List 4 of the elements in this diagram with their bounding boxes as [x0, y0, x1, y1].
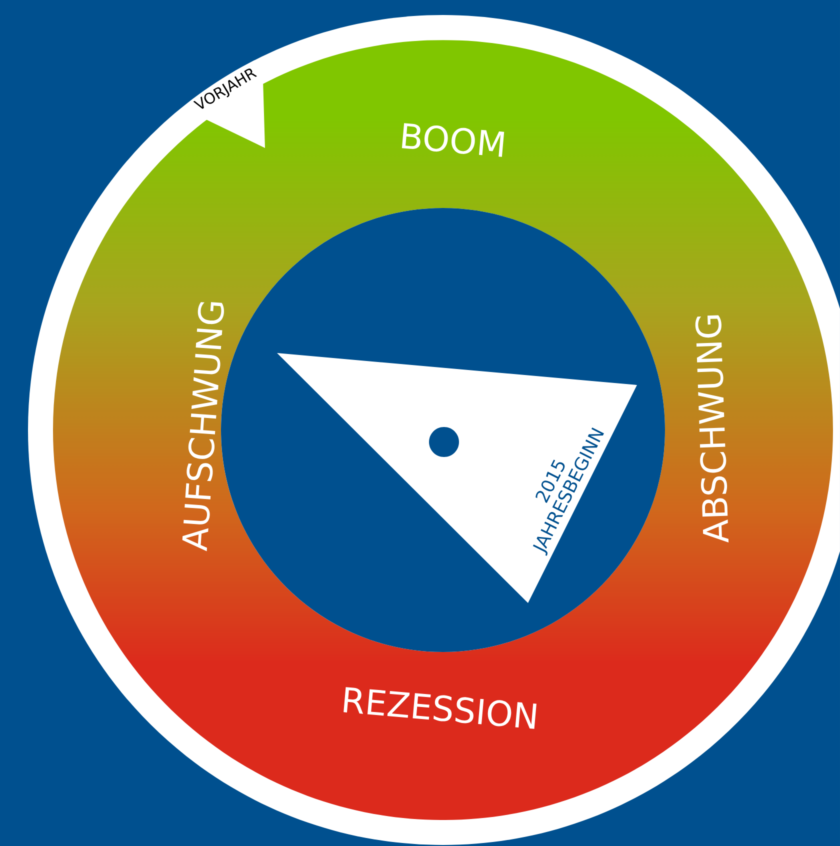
phase-label: AUFSCHWUNG: [182, 302, 224, 552]
phase-label: ABSCHWUNG: [695, 315, 729, 542]
phase-label: BOOM: [402, 123, 504, 157]
phase-label: REZESSION: [344, 687, 536, 729]
